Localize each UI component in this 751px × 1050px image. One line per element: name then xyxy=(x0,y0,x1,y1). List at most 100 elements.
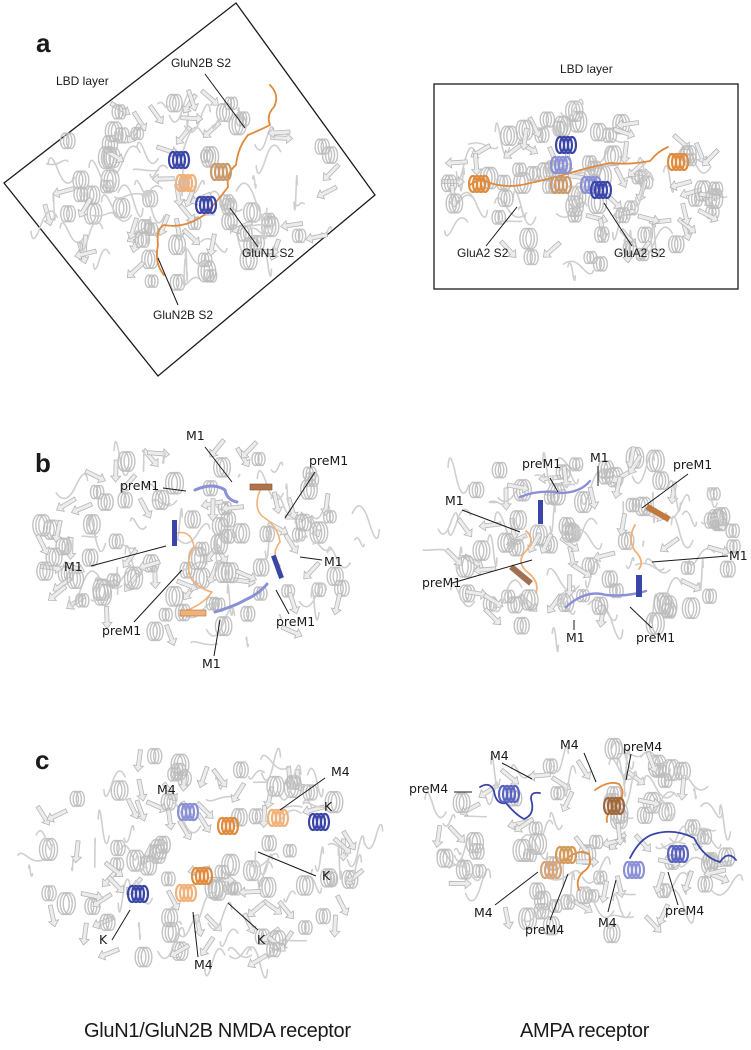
loop-icon xyxy=(634,171,655,208)
sheet-icon xyxy=(234,568,257,583)
helix-icon xyxy=(625,240,635,256)
helix-icon xyxy=(587,557,599,575)
helix-icon xyxy=(474,481,485,499)
helix-icon xyxy=(468,481,479,499)
helix-icon xyxy=(665,758,678,782)
helix-icon xyxy=(563,894,573,910)
loop-icon xyxy=(92,248,111,270)
helix-icon xyxy=(136,126,145,141)
helix-icon xyxy=(305,784,316,801)
loop-icon xyxy=(81,535,98,538)
helix-icon xyxy=(120,450,133,472)
helix-icon xyxy=(512,838,526,863)
loop-icon xyxy=(27,864,34,877)
sheet-icon xyxy=(137,497,153,519)
helix-icon xyxy=(214,864,224,880)
helix-icon xyxy=(214,615,227,637)
sheet-icon xyxy=(77,196,93,218)
loop-icon xyxy=(581,886,615,919)
helix-icon xyxy=(520,589,533,611)
helix-icon xyxy=(455,792,468,814)
sheet-orange-icon xyxy=(509,564,533,586)
loop-icon xyxy=(542,451,554,486)
helix-icon xyxy=(586,250,595,265)
helix-icon xyxy=(502,174,512,191)
loop-icon xyxy=(625,556,635,570)
helix-icon xyxy=(62,892,76,916)
helix-icon xyxy=(82,514,95,535)
sheet-icon xyxy=(240,440,259,459)
sheet-icon xyxy=(151,173,175,185)
leader-line xyxy=(629,606,653,629)
helix-icon xyxy=(89,484,99,500)
helix-icon xyxy=(165,585,178,607)
sheet-icon xyxy=(571,562,592,579)
loop-icon xyxy=(667,479,682,512)
helix-icon xyxy=(681,597,695,620)
loop-icon xyxy=(123,824,135,843)
helix-icon xyxy=(146,747,157,765)
helix-icon xyxy=(116,839,126,857)
helix-icon xyxy=(573,490,587,514)
helix-icon xyxy=(708,188,721,210)
helix-icon xyxy=(497,189,508,208)
helix-icon xyxy=(172,273,183,291)
label-prem1: preM1 xyxy=(102,623,142,638)
helix-icon xyxy=(150,274,159,289)
helix-icon xyxy=(550,786,559,801)
helix-icon xyxy=(268,941,279,958)
loop-icon xyxy=(553,483,576,487)
helix-icon xyxy=(213,534,226,555)
loop-icon xyxy=(260,754,291,770)
helix-icon xyxy=(35,514,49,537)
sheet-icon xyxy=(62,561,86,575)
m4-helix xyxy=(184,802,196,822)
helix-icon xyxy=(664,595,678,618)
helix-icon xyxy=(132,849,146,872)
label-prem4: preM4 xyxy=(409,781,449,796)
helix-icon xyxy=(230,96,239,111)
helix-icon xyxy=(599,870,608,885)
loop-icon xyxy=(571,182,582,190)
helix-icon xyxy=(628,497,638,513)
helix-icon xyxy=(568,110,582,133)
sheet-icon xyxy=(666,481,679,505)
helix-icon xyxy=(249,237,259,253)
sheet-icon xyxy=(328,914,341,938)
leader-line xyxy=(284,471,316,519)
prem1-orange xyxy=(630,524,643,570)
helix-icon xyxy=(104,121,118,143)
helix-icon xyxy=(168,585,181,607)
prem1-blue xyxy=(213,582,269,614)
prem4-helix xyxy=(610,796,622,816)
helix-icon xyxy=(565,195,578,218)
helix-icon xyxy=(448,193,461,214)
loop-icon xyxy=(549,811,563,831)
helix-icon xyxy=(496,174,506,191)
loop-icon xyxy=(458,191,489,218)
lbd-frame-ampa xyxy=(433,83,739,290)
helix-icon xyxy=(318,908,329,925)
sheet-icon xyxy=(560,790,575,813)
helix-icon xyxy=(320,138,331,155)
helix-icon xyxy=(271,941,282,958)
helix-icon xyxy=(548,758,559,775)
sheet-icon xyxy=(503,142,524,159)
loop-icon xyxy=(718,804,732,841)
helix-icon xyxy=(205,479,216,497)
loop-icon xyxy=(117,878,132,913)
loop-icon xyxy=(157,101,169,109)
loop-icon xyxy=(643,774,675,799)
loop-icon xyxy=(136,141,159,165)
helix-icon xyxy=(118,197,131,219)
loop-icon xyxy=(562,260,595,275)
prem4-blue xyxy=(629,830,737,863)
loop-icon xyxy=(486,533,498,567)
sheet-blue-icon xyxy=(538,500,543,524)
loop-icon xyxy=(437,512,459,535)
helix-icon xyxy=(314,138,325,155)
loop-icon xyxy=(255,144,282,175)
sheet-icon xyxy=(527,770,551,782)
m4-helix xyxy=(278,808,290,828)
loop-icon xyxy=(678,856,703,868)
